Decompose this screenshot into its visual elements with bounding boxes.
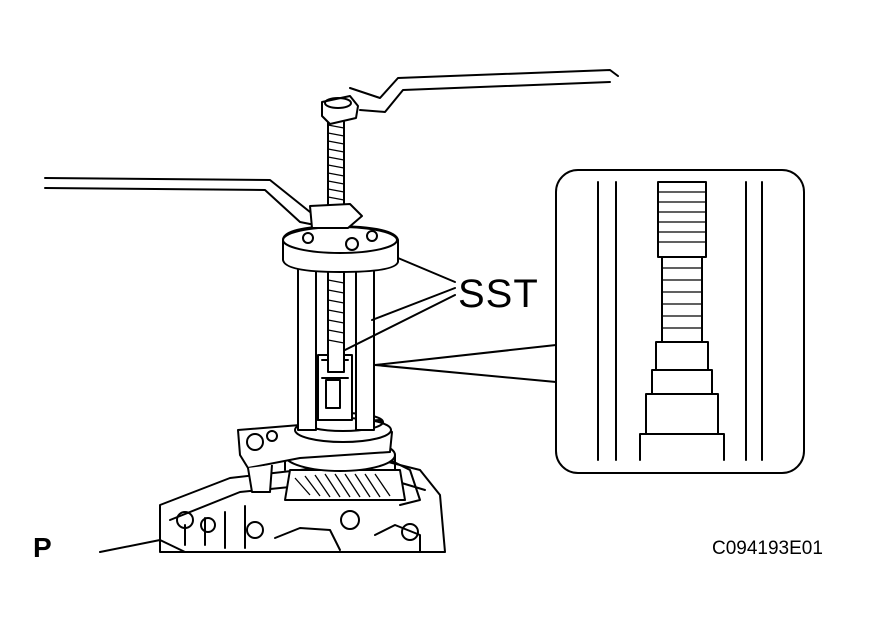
sst-label: SST — [458, 272, 539, 316]
detail-callout — [374, 169, 805, 474]
lower-wrench — [44, 177, 363, 229]
yoke-plate — [282, 225, 399, 273]
position-mark: P — [33, 532, 52, 563]
figure-code: C094193E01 — [712, 538, 823, 559]
sst-leader-lines — [344, 257, 456, 351]
upper-wrench — [349, 69, 619, 113]
